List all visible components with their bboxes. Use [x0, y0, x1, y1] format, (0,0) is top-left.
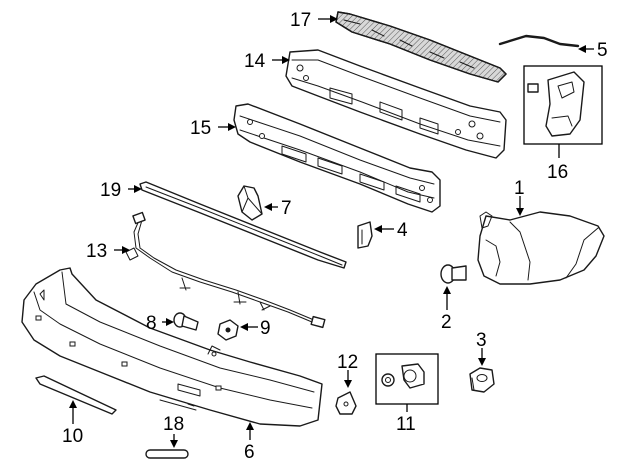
callout-4: 4: [397, 220, 408, 241]
callout-5: 5: [597, 40, 608, 61]
part-12-plate[interactable]: [335, 391, 357, 415]
callout-leaders: [69, 15, 594, 448]
part-6-bumper-cover[interactable]: [21, 267, 323, 427]
part-10-trim-strip[interactable]: [35, 375, 117, 415]
callout-labels: 17 14 15 19 13 7 4 5 16 1 2 3 8 9 12 11 …: [62, 10, 608, 463]
part-16-frame: [523, 65, 603, 145]
part-1-end-cap[interactable]: [477, 211, 605, 285]
callout-18: 18: [163, 414, 184, 435]
part-14-upper-reinforcement[interactable]: [285, 49, 507, 159]
callout-2: 2: [441, 312, 452, 333]
part-13-wiring-harness[interactable]: [125, 211, 326, 329]
callout-12: 12: [337, 352, 358, 373]
callout-13: 13: [86, 241, 107, 262]
part-4-clip[interactable]: [357, 221, 373, 249]
part-3-nut[interactable]: [469, 367, 495, 393]
callout-17: 17: [290, 10, 311, 31]
part-11-grommets[interactable]: [381, 363, 425, 389]
callout-19: 19: [100, 180, 121, 201]
part-5-rod[interactable]: [498, 34, 580, 48]
part-7-bracket[interactable]: [237, 185, 263, 221]
part-19-molding-strip[interactable]: [139, 181, 347, 269]
part-17-absorber-strip[interactable]: [335, 11, 507, 83]
callout-6: 6: [244, 442, 255, 463]
callout-7: 7: [281, 198, 292, 219]
callout-1: 1: [514, 178, 525, 199]
part-9-retainer[interactable]: [217, 319, 239, 341]
callout-11: 11: [396, 414, 416, 435]
callout-3: 3: [476, 330, 487, 351]
callout-15: 15: [190, 118, 211, 139]
callout-8: 8: [146, 313, 157, 334]
part-18-reflector[interactable]: [145, 449, 189, 459]
part-2-push-pin[interactable]: [440, 264, 467, 284]
callout-16: 16: [547, 162, 568, 183]
part-16-bracket[interactable]: [527, 71, 585, 137]
callout-14: 14: [244, 51, 266, 72]
callout-9: 9: [260, 318, 271, 339]
part-15-lower-reinforcement[interactable]: [233, 103, 441, 213]
callout-10: 10: [62, 426, 83, 447]
part-8-bolt[interactable]: [173, 312, 199, 331]
